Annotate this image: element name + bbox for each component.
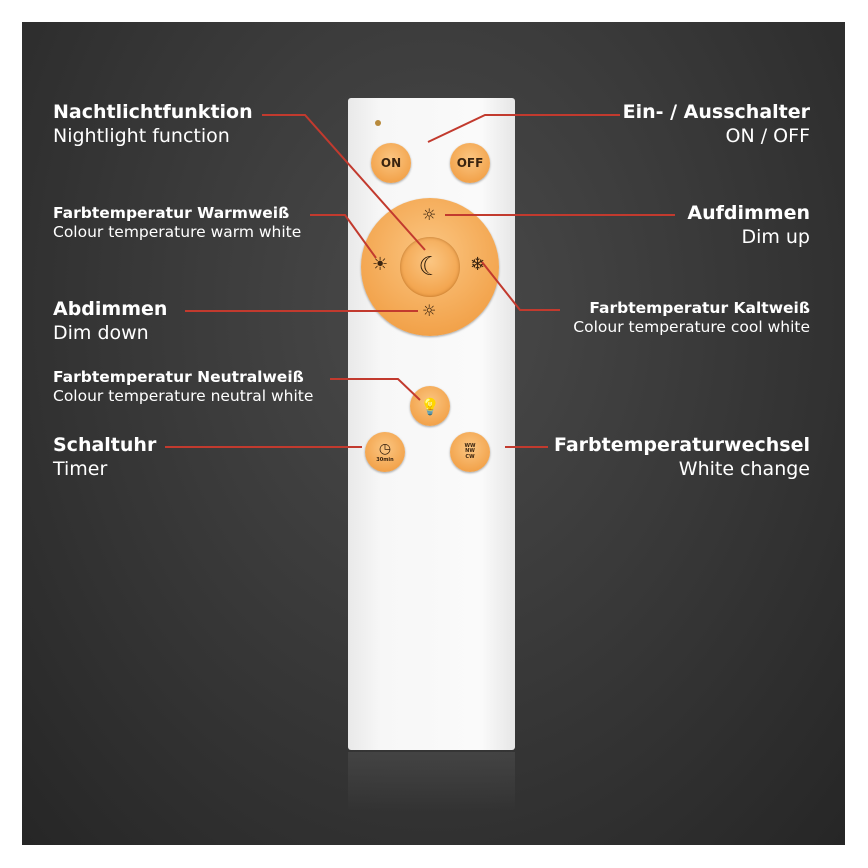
label-en: Dim up — [741, 225, 810, 248]
label-en: ON / OFF — [725, 124, 810, 147]
leader-neutral — [330, 378, 421, 401]
indicator-led — [375, 120, 381, 126]
label-de: Farbtemperaturwechsel — [553, 434, 810, 456]
on-label: ON — [380, 156, 402, 170]
remote-reflection — [348, 752, 515, 812]
warm-sun-icon[interactable]: ☀ — [372, 254, 389, 275]
leader-nightlight — [262, 114, 426, 251]
label-de: Abdimmen — [53, 298, 168, 320]
label-en: White change — [678, 457, 810, 480]
label-en: Nightlight function — [53, 124, 230, 147]
on-button[interactable]: ON — [371, 143, 411, 183]
snowflake-icon[interactable]: ❄ — [470, 254, 486, 275]
timer-button-label: 30min — [376, 457, 394, 463]
leader-cool — [481, 261, 560, 311]
timer-button[interactable]: ◷30min — [365, 432, 405, 472]
label-de: Farbtemperatur Neutralweiß — [53, 368, 304, 386]
bulb-icon: 💡 — [420, 396, 440, 416]
label-de: Nachtlichtfunktion — [53, 101, 253, 123]
white-change-button[interactable]: WW NW CW — [450, 432, 490, 472]
label-de: Farbtemperatur Kaltweiß — [589, 299, 810, 317]
label-en: Colour temperature cool white — [573, 318, 810, 337]
leader-onoff — [427, 114, 620, 143]
off-label: OFF — [456, 156, 484, 170]
label-de: Farbtemperatur Warmweiß — [53, 204, 290, 222]
dim-up-icon[interactable]: ☼ — [422, 205, 437, 224]
off-button[interactable]: OFF — [450, 143, 490, 183]
label-en: Timer — [53, 457, 108, 480]
label-de: Ein- / Ausschalter — [622, 101, 810, 123]
leader-warm — [310, 214, 377, 259]
label-de: Aufdimmen — [687, 202, 810, 224]
white-change-button-label: WW NW CW — [464, 442, 476, 460]
clock-icon: ◷ — [378, 441, 392, 457]
label-en: Colour temperature neutral white — [53, 387, 314, 406]
label-en: Colour temperature warm white — [53, 223, 302, 242]
label-de: Schaltuhr — [53, 434, 157, 456]
label-en: Dim down — [53, 321, 149, 344]
dim-down-icon[interactable]: ☼ — [422, 301, 437, 320]
nightlight-button[interactable]: ☾ — [400, 237, 460, 297]
neutral-white-button[interactable]: 💡 — [410, 386, 450, 426]
moon-stars-icon: ☾ — [418, 252, 442, 282]
